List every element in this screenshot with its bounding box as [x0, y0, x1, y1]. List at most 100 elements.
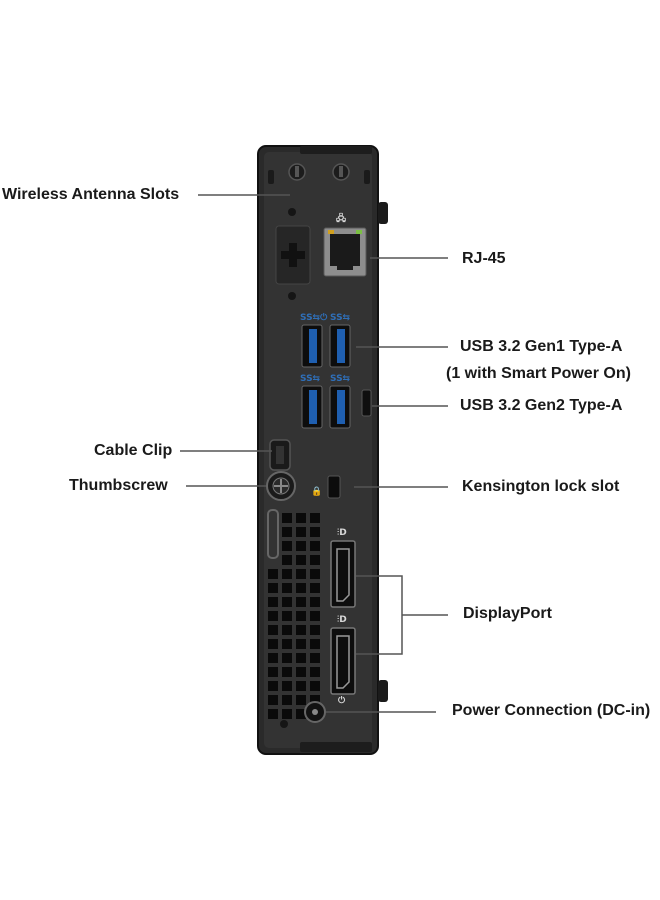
vent-hole	[296, 667, 306, 677]
label-cable-clip: Cable Clip	[94, 442, 173, 459]
vent-hole	[296, 597, 306, 607]
vent-hole	[268, 583, 278, 593]
vent-hole	[268, 695, 278, 705]
leader-lines	[180, 194, 448, 713]
plus-icon	[281, 243, 305, 267]
vent-hole	[268, 709, 278, 719]
vent-hole	[310, 583, 320, 593]
side-foot-top	[378, 202, 388, 224]
vent-hole	[282, 513, 292, 523]
label-usb-gen1-note: (1 with Smart Power On)	[446, 365, 631, 382]
vent-hole	[310, 625, 320, 635]
vent-hole	[268, 653, 278, 663]
antenna-slot-right	[332, 163, 350, 181]
label-usb-gen2: USB 3.2 Gen2 Type-A	[460, 397, 623, 414]
vent-hole	[296, 611, 306, 621]
antenna-notch-right	[364, 170, 370, 184]
vent-hole	[282, 625, 292, 635]
thumbscrew	[266, 471, 296, 501]
vent-hole	[310, 569, 320, 579]
vent-hole	[296, 639, 306, 649]
vent-hole	[296, 709, 306, 719]
vent-hole	[310, 597, 320, 607]
usb-gen2-port-left	[301, 385, 323, 429]
vent-hole	[268, 639, 278, 649]
vent-hole	[310, 527, 320, 537]
vent-hole	[310, 681, 320, 691]
vent-hole	[296, 681, 306, 691]
side-slot	[361, 389, 372, 417]
vent-hole	[282, 527, 292, 537]
vent-hole	[282, 653, 292, 663]
rj45-port: 🖧	[323, 212, 367, 277]
displayport-bottom	[330, 627, 356, 695]
lock-icon: 🔒	[311, 486, 322, 497]
vent-hole	[282, 667, 292, 677]
label-usb-gen1: USB 3.2 Gen1 Type-A	[460, 338, 623, 355]
vent-hole	[282, 639, 292, 649]
network-icon: 🖧	[336, 212, 346, 224]
vent-hole	[268, 681, 278, 691]
vent-hole	[282, 569, 292, 579]
vent-hole	[268, 569, 278, 579]
kensington-slot	[327, 475, 341, 499]
label-displayport: DisplayPort	[463, 605, 552, 622]
power-plug-icon: ⏻	[338, 695, 346, 706]
link-led	[328, 230, 334, 234]
vent-hole	[282, 541, 292, 551]
screw-hole-top	[288, 208, 296, 216]
vent-hole	[310, 653, 320, 663]
vent-hole	[310, 541, 320, 551]
clip-tab	[267, 509, 279, 559]
vent-hole	[296, 625, 306, 635]
vent-hole	[268, 667, 278, 677]
usb-mark-bottom-left: SS⇆	[300, 374, 321, 384]
vent-hole	[282, 709, 292, 719]
label-wireless-antenna-slots: Wireless Antenna Slots	[2, 186, 180, 203]
usb-gen1-port-left	[301, 324, 323, 368]
vent-hole	[310, 555, 320, 565]
vent-hole	[282, 695, 292, 705]
label-power-connection: Power Connection (DC-in)	[452, 702, 651, 719]
vent-hole	[310, 667, 320, 677]
vent-hole	[296, 555, 306, 565]
vent-hole	[296, 569, 306, 579]
label-kensington-lock-slot: Kensington lock slot	[462, 478, 620, 495]
vent-hole	[310, 639, 320, 649]
cable-clip	[269, 439, 291, 471]
vent-hole	[296, 541, 306, 551]
vent-hole	[310, 695, 320, 705]
label-thumbscrew: Thumbscrew	[69, 477, 168, 494]
vent-hole	[310, 513, 320, 523]
vent-hole	[310, 611, 320, 621]
vent-hole	[282, 681, 292, 691]
label-rj45: RJ-45	[462, 250, 506, 267]
antenna-notch-left	[268, 170, 274, 184]
side-foot-bottom	[378, 680, 388, 702]
vent-hole	[282, 555, 292, 565]
vent-hole	[296, 513, 306, 523]
usb-mark-top-right: SS⇆	[330, 313, 351, 323]
vent-hole	[282, 597, 292, 607]
vent-hole	[296, 583, 306, 593]
usb-mark-top-left: SS⇆⏻	[300, 312, 328, 323]
usb-gen2-port-right	[329, 385, 351, 429]
displayport-mark-top: ⫶D	[337, 527, 347, 538]
bottom-screw-hole	[280, 720, 288, 728]
vent-hole	[296, 695, 306, 705]
vent-hole	[282, 611, 292, 621]
usb-mark-bottom-right: SS⇆	[330, 374, 351, 384]
screw-hole-bottom	[288, 292, 296, 300]
activity-led	[356, 230, 362, 234]
displayport-mark-bottom: ⫶D	[337, 614, 347, 625]
vent-hole	[296, 653, 306, 663]
usb-gen1-port-right	[329, 324, 351, 368]
displayport-top	[330, 540, 356, 608]
vent-hole	[268, 625, 278, 635]
vent-grid	[268, 513, 320, 719]
vent-hole	[282, 583, 292, 593]
dc-in-port	[304, 701, 326, 723]
antenna-slot-left	[288, 163, 306, 181]
vent-hole	[296, 527, 306, 537]
